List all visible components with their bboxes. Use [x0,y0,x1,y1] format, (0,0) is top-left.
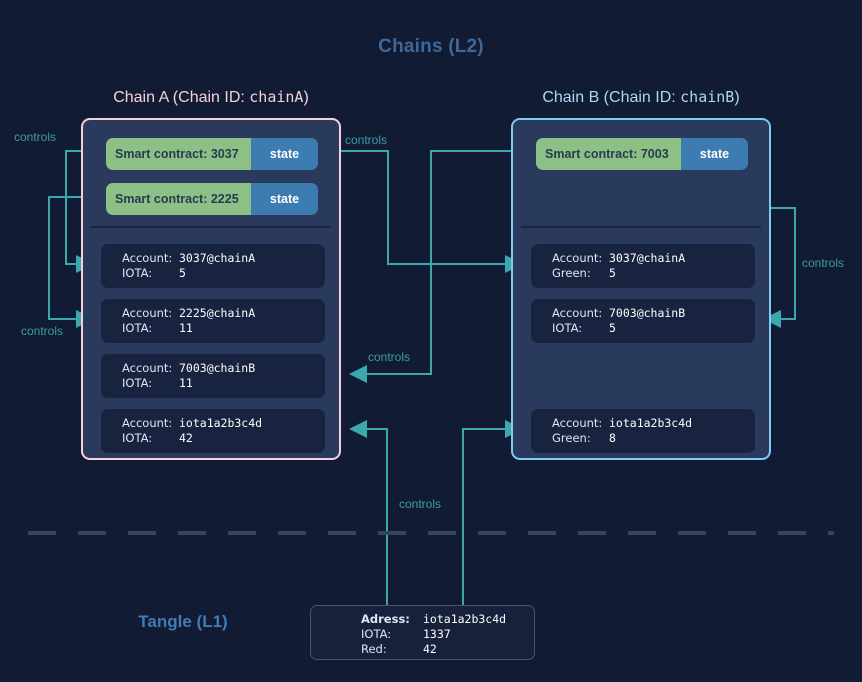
iota-label: IOTA: [361,627,392,641]
contract-label: Smart contract: 3037 [106,138,251,170]
tangle-title: Tangle (L1) [138,612,228,631]
chain-a-title-suffix: ) [303,89,309,106]
controls-label-3: controls [345,133,388,147]
account-key-row: Account: iota1a2b3c4d [122,416,325,431]
tangle-dashed-line [28,531,834,535]
balance-value: 42 [179,431,193,445]
tangle-address-row: Adress: iota1a2b3c4d [361,612,534,627]
account-id: 7003@chainB [179,361,256,375]
contract-state-button[interactable]: state [251,138,318,170]
controls-label-1: controls [14,130,57,144]
balance-value: 11 [179,376,193,390]
tangle-red-row: Red: 42 [361,642,534,657]
chain-a-title-prefix: Chain A (Chain ID: [113,89,250,106]
balance-label: Green: [552,431,591,445]
account-key-row: Account: 2225@chainA [122,306,325,321]
account-label: Account: [552,416,603,430]
balance-value: 8 [609,431,616,445]
balance-value: 11 [179,321,193,335]
balance-label: Green: [552,266,591,280]
account-id: 3037@chainA [609,251,686,265]
chain-a-account-1[interactable]: Account: 2225@chainA IOTA: 11 [101,299,325,343]
chain-a-contract-2225[interactable]: Smart contract: 2225 state [106,183,318,215]
address-label: Adress: [361,612,410,626]
account-key-row: Account: 7003@chainB [122,361,325,376]
chain-a-account-3[interactable]: Account: iota1a2b3c4d IOTA: 42 [101,409,325,453]
balance-label: IOTA: [122,376,153,390]
chain-b-title-prefix: Chain B (Chain ID: [542,89,681,106]
chain-a-panel: Smart contract: 3037 state Smart contrac… [81,118,341,460]
balance-value: 5 [179,266,186,280]
iota-value: 1337 [423,627,451,641]
account-balance-row: Green: 5 [552,266,755,281]
account-key-row: Account: 7003@chainB [552,306,755,321]
controls-label-2: controls [21,324,64,338]
account-label: Account: [122,306,173,320]
contract-label: Smart contract: 2225 [106,183,251,215]
red-label: Red: [361,642,387,656]
balance-value: 5 [609,321,616,335]
balance-label: IOTA: [122,266,153,280]
chain-a-account-2[interactable]: Account: 7003@chainB IOTA: 11 [101,354,325,398]
address-value: iota1a2b3c4d [423,612,507,626]
account-key-row: Account: 3037@chainA [552,251,755,266]
contract-state-button[interactable]: state [251,183,318,215]
balance-label: IOTA: [122,431,153,445]
balance-label: IOTA: [122,321,153,335]
account-id: iota1a2b3c4d [179,416,263,430]
account-key-row: Account: iota1a2b3c4d [552,416,755,431]
chain-a-contract-3037[interactable]: Smart contract: 3037 state [106,138,318,170]
account-label: Account: [122,251,173,265]
chain-b-account-1[interactable]: Account: 7003@chainB IOTA: 5 [531,299,755,343]
page-title: Chains (L2) [378,36,484,57]
tangle-iota-row: IOTA: 1337 [361,627,534,642]
account-id: 3037@chainA [179,251,256,265]
chain-a-title-id: chainA [249,88,304,106]
account-id: 2225@chainA [179,306,256,320]
contract-label: Smart contract: 7003 [536,138,681,170]
red-value: 42 [423,642,437,656]
chain-a-title: Chain A (Chain ID: chainA) [81,88,341,107]
chain-b-contract-7003[interactable]: Smart contract: 7003 state [536,138,748,170]
chain-b-panel: Smart contract: 7003 state Account: 3037@… [511,118,771,460]
account-key-row: Account: 3037@chainA [122,251,325,266]
controls-label-4: controls [368,350,411,364]
balance-label: IOTA: [552,321,583,335]
balance-value: 5 [609,266,616,280]
account-id: iota1a2b3c4d [609,416,693,430]
chain-b-separator [521,226,761,228]
account-balance-row: IOTA: 42 [122,431,325,446]
chain-b-account-0[interactable]: Account: 3037@chainA Green: 5 [531,244,755,288]
chain-b-title-suffix: ) [734,89,740,106]
controls-label-5: controls [802,256,845,270]
account-balance-row: IOTA: 11 [122,321,325,336]
chain-a-separator [91,226,331,228]
contract-state-button[interactable]: state [681,138,748,170]
chain-a-account-0[interactable]: Account: 3037@chainA IOTA: 5 [101,244,325,288]
account-label: Account: [122,416,173,430]
chain-b-title: Chain B (Chain ID: chainB) [511,88,771,107]
account-label: Account: [552,251,603,265]
account-balance-row: Green: 8 [552,431,755,446]
account-balance-row: IOTA: 5 [122,266,325,281]
account-balance-row: IOTA: 5 [552,321,755,336]
account-id: 7003@chainB [609,306,686,320]
controls-label-6: controls [399,497,442,511]
chain-b-account-2[interactable]: Account: iota1a2b3c4d Green: 8 [531,409,755,453]
account-label: Account: [122,361,173,375]
chain-b-title-id: chainB [680,88,735,106]
account-label: Account: [552,306,603,320]
account-balance-row: IOTA: 11 [122,376,325,391]
tangle-address-box[interactable]: Adress: iota1a2b3c4d IOTA: 1337 Red: 42 [310,605,535,660]
